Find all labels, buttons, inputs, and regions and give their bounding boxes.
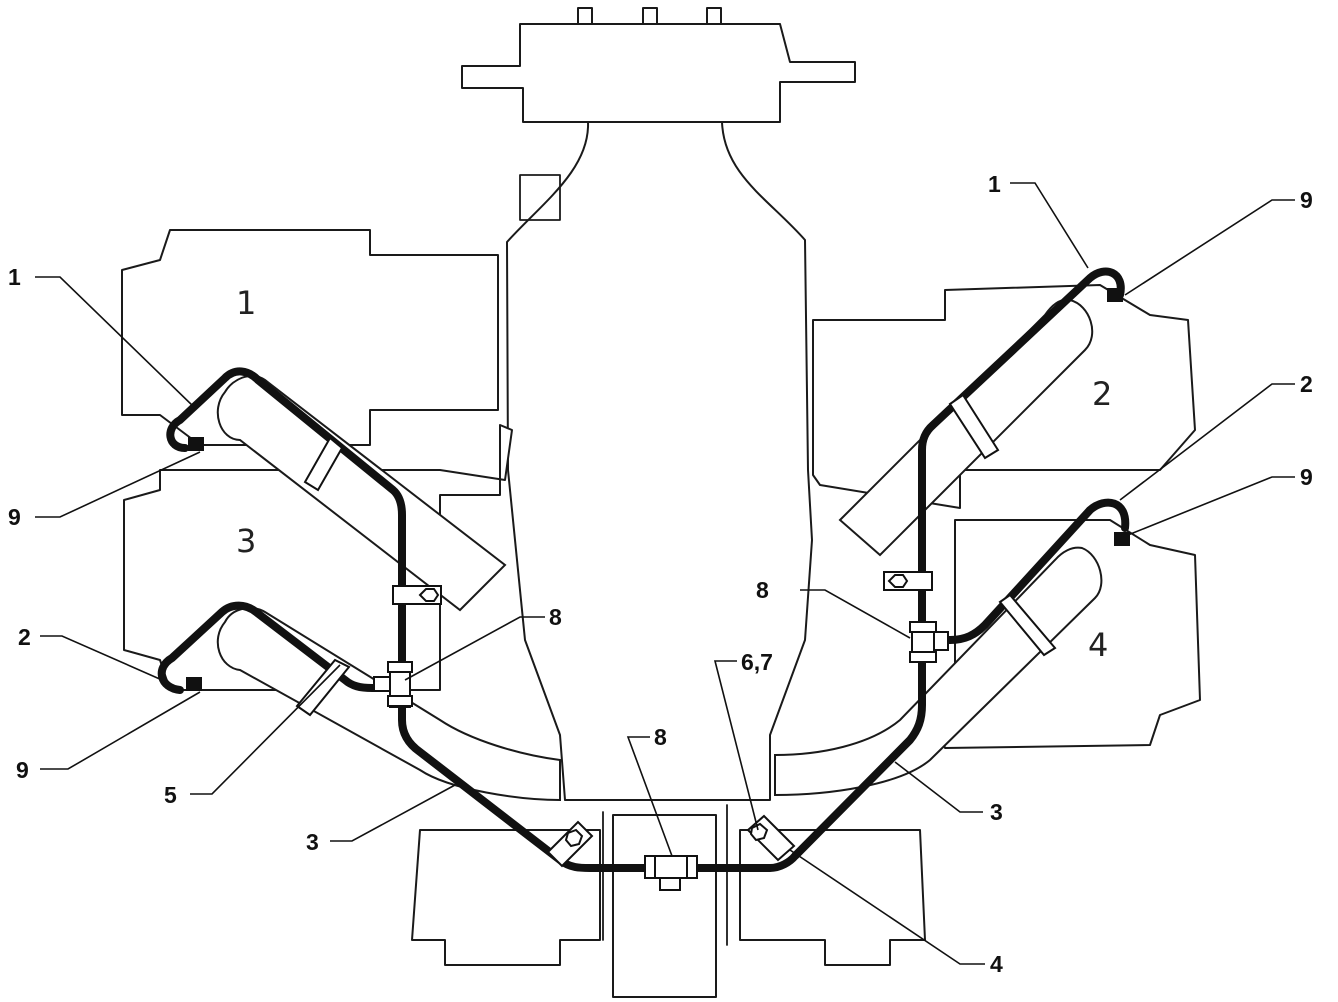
check-valve-left-top (188, 437, 204, 451)
bracket-bottom-left (546, 820, 594, 868)
t-fitting-left (373, 661, 413, 708)
cylinder-1-label: 1 (236, 284, 256, 322)
hose-right-cyl4 (924, 498, 1130, 644)
cylinder-4-label: 4 (1088, 626, 1108, 664)
clamp-left-upper (303, 436, 344, 492)
lower-base (411, 804, 926, 998)
callout-8-left: 8 (549, 604, 562, 630)
bracket-right-upper (883, 571, 933, 591)
t-fitting-right (909, 621, 949, 663)
bracket-left-upper (392, 585, 442, 605)
callout-3-left: 3 (306, 829, 319, 855)
cylinder-head-3: 3 (123, 424, 513, 691)
callout-1-right: 1 (988, 171, 1001, 197)
clamps (295, 393, 1057, 717)
check-valve-right-top (1107, 288, 1123, 302)
clamp-right-lower (998, 593, 1057, 657)
callout-2-left: 2 (18, 624, 31, 650)
callout-9-right-bottom: 9 (1300, 464, 1313, 490)
callout-6-7: 6,7 (741, 649, 773, 675)
leader-lines (35, 182, 1295, 965)
callout-8-right: 8 (756, 577, 769, 603)
hose-left-cyl3 (157, 601, 402, 694)
callout-3-right: 3 (990, 799, 1003, 825)
callout-5: 5 (164, 782, 177, 808)
callout-labels: 1 9 2 9 5 3 8 8 6,7 8 1 9 2 9 3 4 (8, 171, 1313, 977)
clamp-right-upper (948, 393, 1000, 460)
bracket-bottom-right (746, 814, 796, 862)
check-valve-left-bottom (186, 677, 202, 691)
callout-1-left: 1 (8, 264, 21, 290)
top-housing (461, 7, 856, 123)
cylinder-3-label: 3 (236, 522, 256, 560)
fittings (186, 288, 1130, 891)
check-valve-right-bottom (1114, 532, 1130, 546)
cylinder-2-label: 2 (1092, 375, 1112, 413)
callout-2-right: 2 (1300, 371, 1313, 397)
cylinder-head-1: 1 (121, 229, 499, 446)
callout-9-right-top: 9 (1300, 187, 1313, 213)
hose-left-cyl1 (166, 267, 1125, 872)
clamp-left-lower (295, 658, 351, 717)
crankcase-body (506, 121, 813, 801)
vacuum-hose-network (157, 267, 1130, 872)
callout-8-center: 8 (654, 724, 667, 750)
callout-9-left-bottom: 9 (16, 757, 29, 783)
callout-4: 4 (990, 951, 1003, 977)
callout-9-left-top: 9 (8, 504, 21, 530)
t-fitting-center (644, 855, 698, 891)
